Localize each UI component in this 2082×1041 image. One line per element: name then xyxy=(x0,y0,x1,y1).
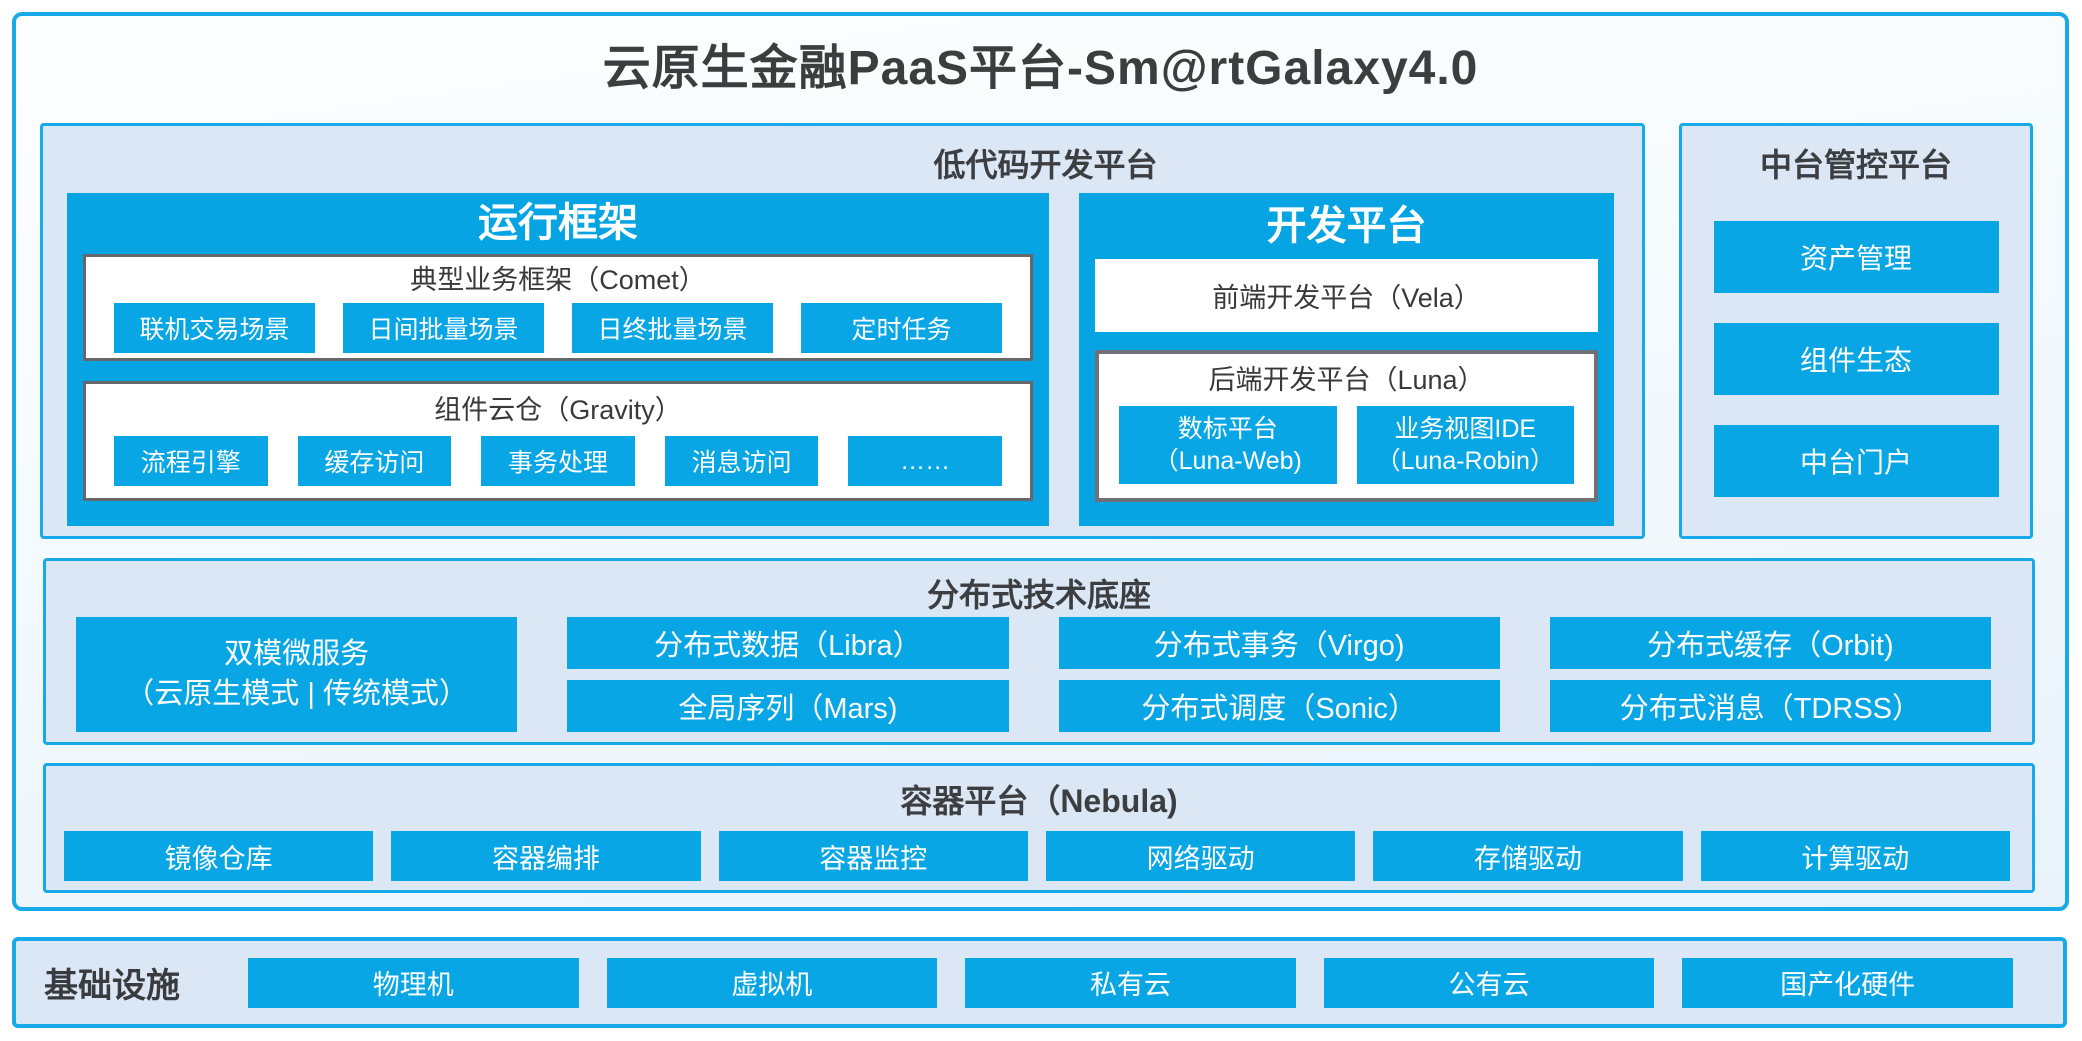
node-image-registry: 镜像仓库 xyxy=(64,831,374,881)
low-code-platform-title: 低代码开发平台 xyxy=(933,147,1158,183)
node-distributed-data: 分布式数据（Libra） xyxy=(567,617,1009,669)
node-distributed-cache: 分布式缓存（Orbit) xyxy=(1549,617,1991,669)
node-private-cloud: 私有云 xyxy=(965,957,1296,1008)
node-ellipsis-more: …… xyxy=(848,436,1002,486)
luna-items-row: 数标平台 （Luna-Web) 业务视图IDE （Luna-Robin） xyxy=(1119,406,1574,484)
node-data-standard-platform-line2: （Luna-Web) xyxy=(1153,447,1302,475)
node-middle-platform-portal: 中台门户 xyxy=(1713,425,1999,497)
panel-container-platform: 容器平台（Nebula) 镜像仓库 容器编排 容器监控 网络驱动 存储驱动 计算… xyxy=(43,763,2035,893)
node-asset-management: 资产管理 xyxy=(1713,221,1999,293)
node-dual-mode-microservice: 双模微服务 （云原生模式 | 传统模式） xyxy=(76,617,518,732)
node-scheduled-task: 定时任务 xyxy=(801,303,1002,353)
node-public-cloud: 公有云 xyxy=(1323,957,1655,1008)
node-global-sequence: 全局序列（Mars) xyxy=(567,680,1009,732)
node-compute-driver: 计算驱动 xyxy=(1700,831,2010,881)
middle-platform-control-title: 中台管控平台 xyxy=(1759,147,1952,183)
node-cache-access: 缓存访问 xyxy=(297,436,452,486)
panel-middle-platform-control: 中台管控平台 资产管理 组件生态 中台门户 xyxy=(1679,123,2033,539)
node-physical-machine: 物理机 xyxy=(248,957,579,1008)
node-dual-mode-microservice-line1: 双模微服务 xyxy=(224,638,370,671)
node-network-driver: 网络驱动 xyxy=(1045,831,1356,881)
node-virtual-machine: 虚拟机 xyxy=(606,957,938,1008)
node-distributed-message: 分布式消息（TDRSS） xyxy=(1549,680,1991,732)
panel-infrastructure: 基础设施 物理机 虚拟机 私有云 公有云 国产化硬件 xyxy=(12,937,2067,1028)
node-container-orchestration: 容器编排 xyxy=(391,831,701,881)
node-component-ecosystem: 组件生态 xyxy=(1713,323,1999,395)
node-intraday-batch-scenario: 日间批量场景 xyxy=(343,303,544,353)
box-vela-frontend-platform: 前端开发平台（Vela） xyxy=(1095,259,1598,332)
gravity-items-row: 流程引擎 缓存访问 事务处理 消息访问 …… xyxy=(114,436,1002,486)
node-distributed-scheduling: 分布式调度（Sonic） xyxy=(1058,680,1500,732)
box-gravity-component-warehouse: 组件云仓（Gravity） 流程引擎 缓存访问 事务处理 消息访问 …… xyxy=(83,381,1033,501)
node-business-view-ide-line1: 业务视图IDE xyxy=(1394,415,1537,443)
node-transaction-processing: 事务处理 xyxy=(481,436,635,486)
distributed-tech-base-title: 分布式技术底座 xyxy=(926,577,1151,613)
dev-platform-title: 开发平台 xyxy=(1266,204,1427,248)
node-process-engine: 流程引擎 xyxy=(114,436,268,486)
node-data-standard-platform-line1: 数标平台 xyxy=(1177,415,1278,443)
panel-runtime-framework: 运行框架 典型业务框架（Comet） 联机交易场景 日间批量场景 日终批量场景 … xyxy=(67,193,1049,526)
node-business-view-ide-line2: （Luna-Robin） xyxy=(1375,447,1555,475)
gravity-title: 组件云仓（Gravity） xyxy=(434,395,682,425)
box-comet-business-framework: 典型业务框架（Comet） 联机交易场景 日间批量场景 日终批量场景 定时任务 xyxy=(83,254,1033,361)
node-data-standard-platform: 数标平台 （Luna-Web) xyxy=(1119,406,1337,484)
page-title: 云原生金融PaaS平台-Sm@rtGalaxy4.0 xyxy=(602,42,1479,95)
node-distributed-transaction: 分布式事务（Virgo) xyxy=(1058,617,1500,669)
node-eod-batch-scenario: 日终批量场景 xyxy=(572,303,773,353)
container-platform-title: 容器平台（Nebula) xyxy=(900,783,1178,819)
node-storage-driver: 存储驱动 xyxy=(1373,831,1683,881)
infrastructure-items-row: 物理机 虚拟机 私有云 公有云 国产化硬件 xyxy=(248,957,2013,1008)
box-luna-backend-platform: 后端开发平台（Luna） 数标平台 （Luna-Web) 业务视图IDE （Lu… xyxy=(1095,350,1598,502)
node-container-monitoring: 容器监控 xyxy=(718,831,1028,881)
runtime-framework-title: 运行框架 xyxy=(478,201,638,245)
panel-distributed-tech-base: 分布式技术底座 双模微服务 （云原生模式 | 传统模式） 分布式数据（Libra… xyxy=(43,558,2035,745)
distributed-grid: 双模微服务 （云原生模式 | 传统模式） 分布式数据（Libra） 全局序列（M… xyxy=(76,617,1991,732)
comet-items-row: 联机交易场景 日间批量场景 日终批量场景 定时任务 xyxy=(114,303,1002,353)
node-domestic-hardware: 国产化硬件 xyxy=(1682,957,2013,1008)
low-code-platform-body: 运行框架 典型业务框架（Comet） 联机交易场景 日间批量场景 日终批量场景 … xyxy=(67,193,1614,526)
node-dual-mode-microservice-line2: （云原生模式 | 传统模式） xyxy=(125,677,468,710)
luna-title: 后端开发平台（Luna） xyxy=(1208,365,1485,395)
node-online-transaction-scenario: 联机交易场景 xyxy=(114,303,315,353)
infrastructure-label: 基础设施 xyxy=(44,967,180,1005)
panel-low-code-platform: 低代码开发平台 运行框架 典型业务框架（Comet） 联机交易场景 日间批量场景… xyxy=(40,123,1645,539)
node-business-view-ide: 业务视图IDE （Luna-Robin） xyxy=(1356,406,1574,484)
node-message-access: 消息访问 xyxy=(664,436,819,486)
panel-dev-platform: 开发平台 前端开发平台（Vela） 后端开发平台（Luna） 数标平台 （Lun… xyxy=(1079,193,1614,526)
comet-title: 典型业务框架（Comet） xyxy=(410,265,706,295)
container-items-row: 镜像仓库 容器编排 容器监控 网络驱动 存储驱动 计算驱动 xyxy=(64,831,2010,881)
